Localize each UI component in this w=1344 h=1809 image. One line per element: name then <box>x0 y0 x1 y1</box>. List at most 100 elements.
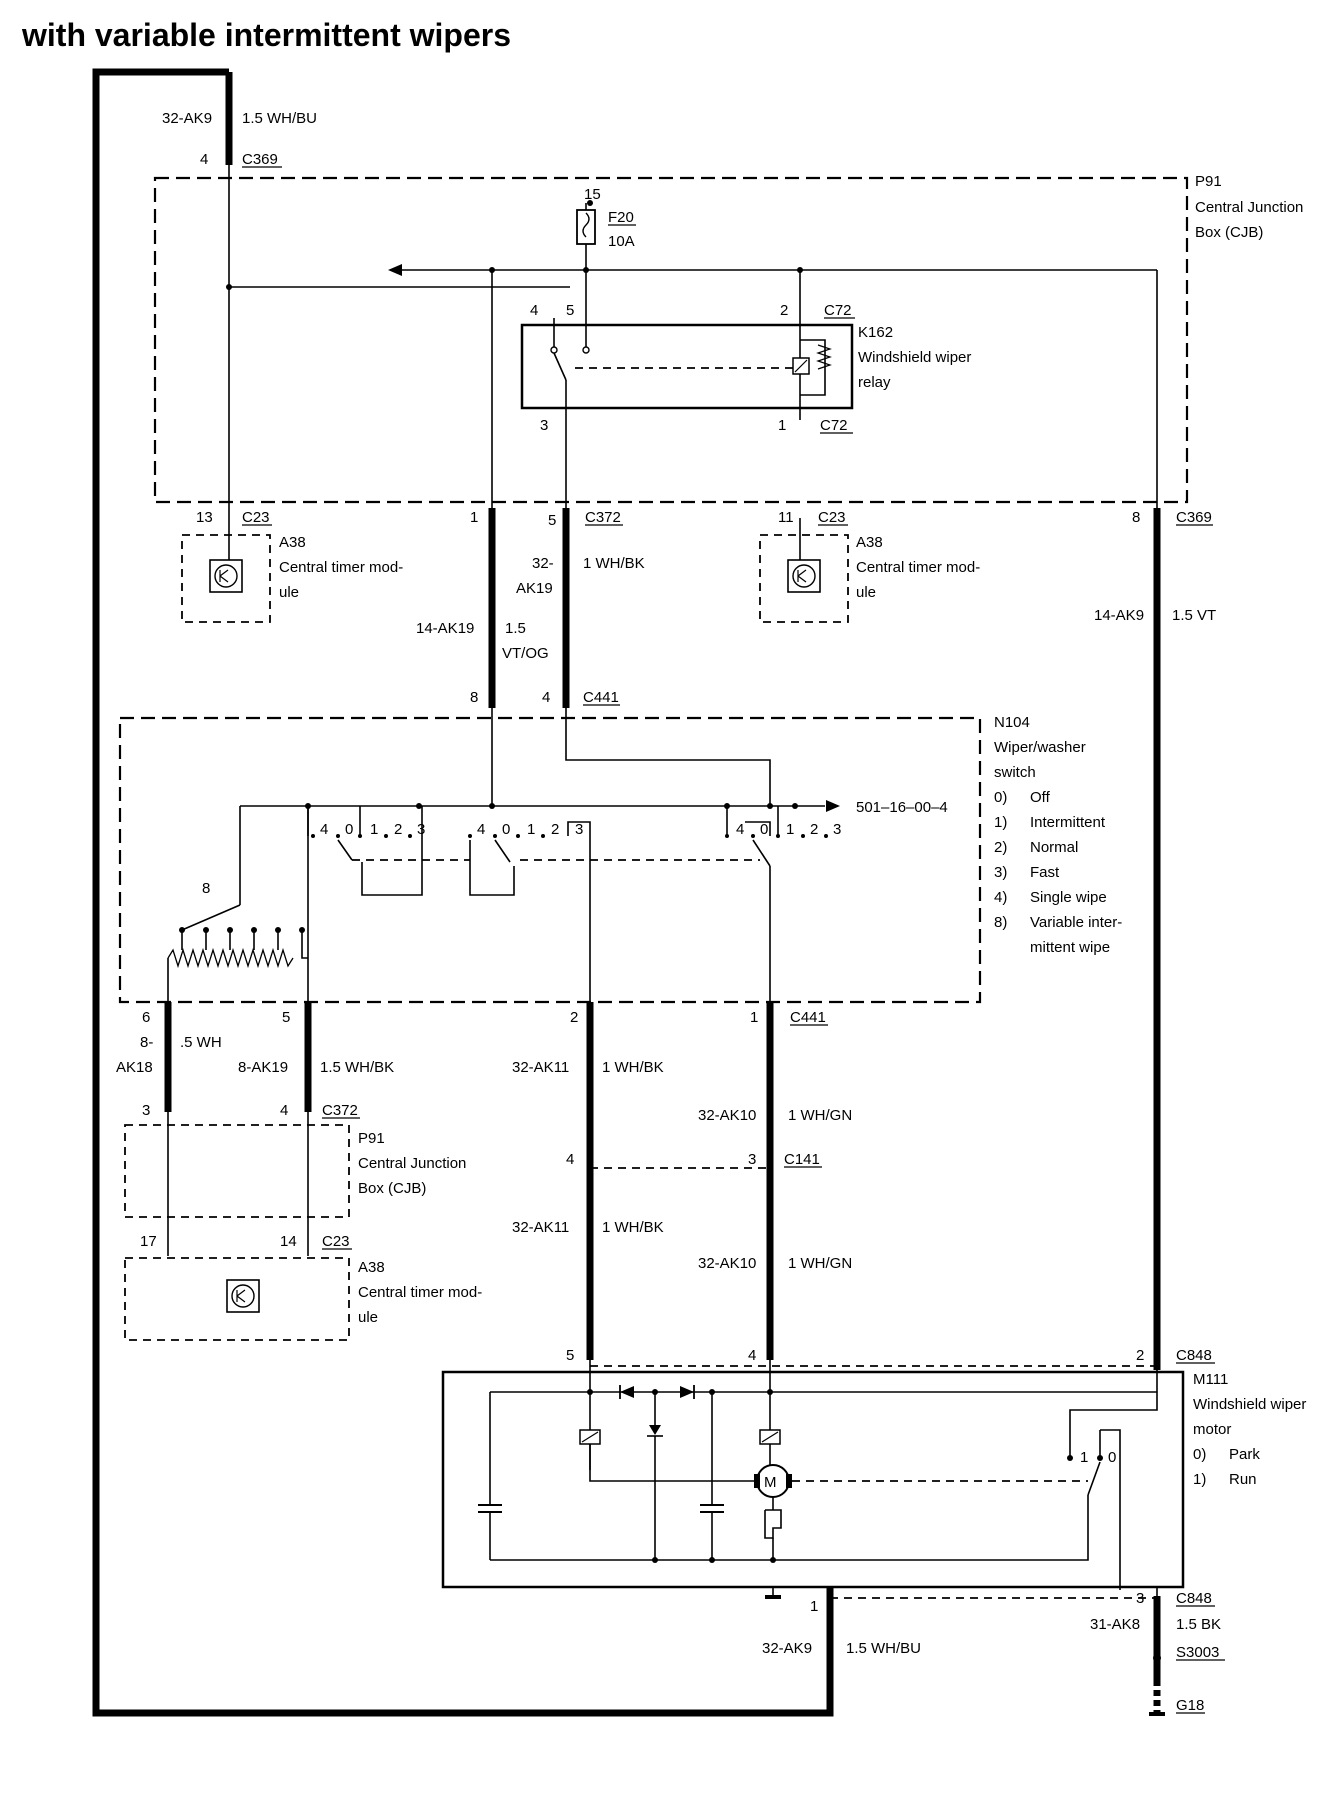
wire-label-32-ak9-top: 32-AK9 <box>162 110 212 127</box>
relay-conn-top: C72 <box>824 302 852 319</box>
ctm-lower-name-1: Central timer mod- <box>358 1284 482 1301</box>
ctm1-name-2: ule <box>279 584 299 601</box>
c372-pin-5: 5 <box>548 512 556 529</box>
switch-name-2: switch <box>994 764 1036 781</box>
wire-8-ak18-1: 8- <box>140 1034 153 1051</box>
cjb-top-name-1: Central Junction <box>1195 199 1303 216</box>
wire-8-ak19-label: 8-AK19 <box>238 1059 288 1076</box>
motor-mode-n: 1) <box>1193 1471 1206 1488</box>
switch-mode-t: Fast <box>1030 864 1060 881</box>
lower-pin-3: 3 <box>142 1102 150 1119</box>
relay-pin-4: 4 <box>530 302 538 319</box>
cjb-lower-id: P91 <box>358 1130 385 1147</box>
ctm2-name-1: Central timer mod- <box>856 559 980 576</box>
wire-14-ak9-label: 14-AK9 <box>1094 607 1144 624</box>
lower-pin-14: 14 <box>280 1233 297 1250</box>
contact-label: 2 <box>394 821 402 838</box>
motor-m111-box <box>441 1370 1185 1589</box>
wire-ak19a-size: 1 WH/BK <box>583 555 645 572</box>
wire-ak19b-size-1: 1.5 <box>505 620 526 637</box>
switch-mode-t: Single wipe <box>1030 889 1107 906</box>
switch-mode-n: 0) <box>994 789 1007 806</box>
switch-contacts-b: 4 0 1 2 3 <box>468 821 760 1002</box>
contact-label: 0 <box>502 821 510 838</box>
c372-conn-top: C372 <box>585 509 621 526</box>
ctm2-box <box>759 534 849 623</box>
contact-label: 1 <box>786 821 794 838</box>
c441-pin-1: 1 <box>750 1009 758 1026</box>
fuse-pin-15: 15 <box>584 186 601 203</box>
ctm2-id: A38 <box>856 534 883 551</box>
motor-mode-n: 0) <box>1193 1446 1206 1463</box>
motor-mode-t: Run <box>1229 1471 1257 1488</box>
contact-label: 3 <box>575 821 583 838</box>
switch-mode-t: Normal <box>1030 839 1078 856</box>
contact-label: 2 <box>810 821 818 838</box>
c441-pin-2: 2 <box>570 1009 578 1026</box>
cjb-top-id: P91 <box>1195 173 1222 190</box>
relay-k162-box <box>520 323 854 410</box>
wire-8-ak19-size: 1.5 WH/BK <box>320 1059 394 1076</box>
c369-right-conn: C369 <box>1176 509 1212 526</box>
c441-conn-top: C441 <box>583 689 619 706</box>
relay-pin-2: 2 <box>780 302 788 319</box>
fuse-id: F20 <box>608 209 634 226</box>
c372-pin-1: 1 <box>470 509 478 526</box>
c141-conn: C141 <box>784 1151 820 1168</box>
fuse-f20-symbol <box>576 209 596 245</box>
cjb-lower-name-2: Box (CJB) <box>358 1180 426 1197</box>
wire-ak10-a: 32-AK10 <box>698 1107 756 1124</box>
wire-size-top: 1.5 WH/BU <box>242 110 317 127</box>
wire-ak19b-size-2: VT/OG <box>502 645 549 662</box>
switch-id: N104 <box>994 714 1030 731</box>
cjb-box-top <box>153 176 1189 504</box>
motor-pin-5: 5 <box>566 1347 574 1364</box>
relay-name-1: Windshield wiper <box>858 349 971 366</box>
switch-mode-n: 8) <box>994 914 1007 931</box>
ctm2-conn: C23 <box>818 509 846 526</box>
motor-mode-t: Park <box>1229 1446 1260 1463</box>
contact-label: 0 <box>760 821 768 838</box>
pot-label-8: 8 <box>202 880 210 897</box>
page-title: with variable intermittent wipers <box>21 17 511 53</box>
bottom-wire-32-ak9: 32-AK9 <box>762 1640 812 1657</box>
wire-8-ak18-size: .5 WH <box>180 1034 222 1051</box>
lower-conn-c23: C23 <box>322 1233 350 1250</box>
lower-pin-17: 17 <box>140 1233 157 1250</box>
ctm2-name-2: ule <box>856 584 876 601</box>
c141-pin-3: 3 <box>748 1151 756 1168</box>
wire-ak11-b: 32-AK11 <box>512 1219 569 1236</box>
motor-ground-icon <box>765 1595 781 1599</box>
wire-ak10-a-size: 1 WH/GN <box>788 1107 852 1124</box>
fuse-rating: 10A <box>608 233 635 250</box>
wire-ak11-a: 32-AK11 <box>512 1059 569 1076</box>
contact-label: 1 <box>370 821 378 838</box>
conn-c369-top: C369 <box>242 151 278 168</box>
switch-mode-n: 4) <box>994 889 1007 906</box>
motor-switch-1: 1 <box>1080 1449 1088 1466</box>
wire-ak11-a-size: 1 WH/BK <box>602 1059 664 1076</box>
relay-conn-bottom: C72 <box>820 417 848 434</box>
switch-mode-n: 2) <box>994 839 1007 856</box>
ground-g18-icon <box>1149 1712 1165 1716</box>
motor-m-label: M <box>764 1474 777 1491</box>
c441-conn-bottom: C441 <box>790 1009 826 1026</box>
c441-pin-4: 4 <box>542 689 550 706</box>
lower-pin-4: 4 <box>280 1102 288 1119</box>
switch-potentiometer: 8 <box>167 806 309 1002</box>
lower-pin-5: 5 <box>282 1009 290 1026</box>
wire-ak11-b-size: 1 WH/BK <box>602 1219 664 1236</box>
wire-14-ak9-size: 1.5 VT <box>1172 607 1216 624</box>
cjb-lower-name-1: Central Junction <box>358 1155 466 1172</box>
motor-switch-0: 0 <box>1108 1449 1116 1466</box>
switch-mode-t: Variable inter- <box>1030 914 1122 931</box>
motor-conn-top: C848 <box>1176 1347 1212 1364</box>
bottom-conn-c848: C848 <box>1176 1590 1212 1607</box>
relay-name-2: relay <box>858 374 891 391</box>
motor-name-2: motor <box>1193 1421 1231 1438</box>
bottom-wire-size: 1.5 WH/BU <box>846 1640 921 1657</box>
bottom-wire2-size: 1.5 BK <box>1176 1616 1221 1633</box>
ctm-lower-name-2: ule <box>358 1309 378 1326</box>
